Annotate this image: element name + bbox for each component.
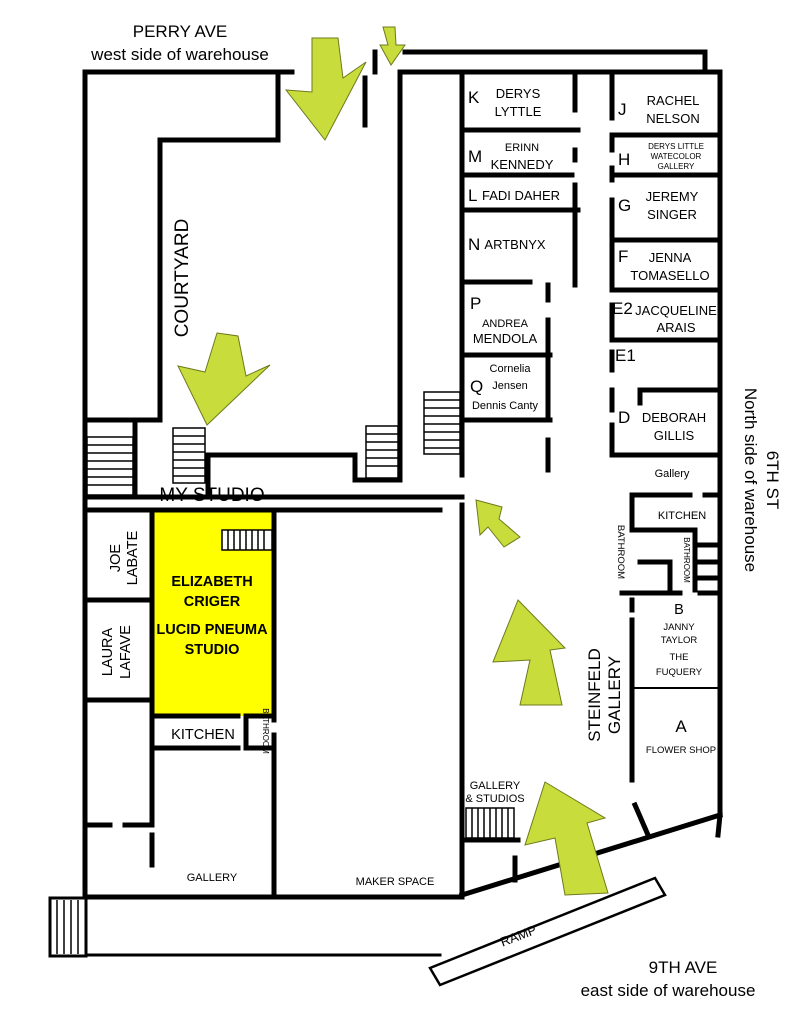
arrow-steinfeld bbox=[492, 599, 567, 706]
room-h-line2: WATECOLOR bbox=[651, 152, 702, 161]
kitchen-left-label: KITCHEN bbox=[171, 727, 235, 743]
room-b-line1: JANNY bbox=[663, 622, 695, 633]
joe-labate-line1: JOE bbox=[108, 544, 124, 573]
room-f-letter: F bbox=[618, 247, 628, 266]
ninth-ave-side-label: east side of warehouse bbox=[581, 981, 756, 1000]
room-g-line2: SINGER bbox=[647, 207, 697, 222]
room-m-line1: ERINN bbox=[505, 142, 539, 154]
entrance-arrows bbox=[177, 26, 609, 896]
room-j-letter: J bbox=[618, 100, 627, 119]
steinfeld-line2: GALLERY bbox=[605, 656, 624, 734]
room-f-line1: JENNA bbox=[649, 250, 692, 265]
room-l-letter: L bbox=[468, 186, 477, 205]
room-k-line1: DERYS bbox=[496, 86, 541, 101]
room-q-line1: Cornelia bbox=[490, 363, 532, 375]
room-k-letter: K bbox=[468, 88, 480, 107]
ninth-ave-label: 9TH AVE bbox=[649, 958, 718, 977]
laura-lafave-line2: LAFAVE bbox=[118, 625, 134, 679]
room-e1-letter: E1 bbox=[615, 346, 636, 365]
studio-owner-line1: ELIZABETH bbox=[171, 574, 252, 590]
bathroom-right-label: BATHROOM bbox=[615, 525, 626, 579]
kitchen-right-label: KITCHEN bbox=[658, 510, 706, 522]
room-n-line1: ARTBNYX bbox=[484, 237, 545, 252]
room-b-line2: TAYLOR bbox=[661, 635, 698, 646]
maker-space-label: MAKER SPACE bbox=[356, 876, 435, 888]
room-e2-line2: ARAIS bbox=[656, 320, 695, 335]
room-a-letter: A bbox=[675, 717, 687, 736]
room-l-line1: FADI DAHER bbox=[482, 188, 560, 203]
gallery-left-label: GALLERY bbox=[187, 872, 238, 884]
room-e2-line1: JACQUELINE bbox=[635, 303, 717, 318]
fuquery-line1: THE bbox=[670, 652, 689, 663]
room-j-line1: RACHEL bbox=[647, 93, 700, 108]
arrow-ninth bbox=[524, 781, 609, 896]
room-h-line1: DERYS LITTLE bbox=[648, 142, 704, 151]
my-studio-label: MY STUDIO bbox=[159, 485, 264, 506]
room-p-line2: MENDOLA bbox=[473, 331, 538, 346]
studio-owner-line2: CRIGER bbox=[184, 594, 241, 610]
sixth-st-side-label: North side of warehouse bbox=[741, 388, 760, 572]
arrow-perry-main bbox=[284, 37, 367, 141]
fuquery-line2: FUQUERY bbox=[656, 667, 703, 678]
gallery-studios-line1: GALLERY bbox=[470, 780, 521, 792]
room-f-line2: TOMASELLO bbox=[630, 268, 709, 283]
laura-lafave-line1: LAURA bbox=[100, 628, 116, 677]
room-q-line2: Jensen bbox=[492, 380, 527, 392]
walls bbox=[48, 49, 724, 958]
room-e2-letter: E2 bbox=[612, 299, 633, 318]
room-j-line2: NELSON bbox=[646, 111, 699, 126]
studio-name-line2: STUDIO bbox=[185, 642, 240, 658]
room-k-line2: LYTTLE bbox=[495, 104, 542, 119]
sixth-st-label: 6TH ST bbox=[763, 451, 782, 510]
stairs bbox=[56, 391, 515, 954]
room-d-line1: DEBORAH bbox=[642, 410, 706, 425]
perry-ave-side-label: west side of warehouse bbox=[90, 45, 269, 64]
arrow-center-small bbox=[475, 499, 521, 548]
room-p-line1: ANDREA bbox=[482, 318, 529, 330]
room-q-letter: Q bbox=[470, 377, 483, 396]
room-a-line1: FLOWER SHOP bbox=[646, 745, 716, 756]
room-h-letter: H bbox=[618, 150, 630, 169]
courtyard-label: COURTYARD bbox=[172, 219, 193, 338]
room-q-line3: Dennis Canty bbox=[472, 400, 539, 412]
room-d-line2: GILLIS bbox=[654, 428, 695, 443]
joe-labate-line2: LABATE bbox=[125, 530, 141, 585]
gallery-right-label: Gallery bbox=[655, 468, 690, 480]
gallery-studios-line2: & STUDIOS bbox=[465, 793, 524, 805]
room-d-letter: D bbox=[618, 408, 630, 427]
arrow-courtyard bbox=[177, 332, 271, 426]
room-b-letter: B bbox=[674, 602, 684, 618]
room-m-line2: KENNEDY bbox=[491, 157, 554, 172]
room-h-line3: GALLERY bbox=[658, 162, 695, 171]
room-n-letter: N bbox=[468, 235, 480, 254]
studio-name-line1: LUCID PNEUMA bbox=[156, 622, 268, 638]
bathroom-right-small-label: BATHROOM bbox=[682, 537, 691, 583]
ramp-shape bbox=[428, 876, 667, 987]
room-m-letter: M bbox=[468, 147, 482, 166]
room-g-line1: JEREMY bbox=[646, 189, 699, 204]
room-p-letter: P bbox=[470, 294, 481, 313]
room-g-letter: G bbox=[618, 196, 631, 215]
arrow-perry-small bbox=[379, 26, 406, 66]
steinfeld-line1: STEINFELD bbox=[585, 648, 604, 742]
bathroom-left-label: BATHROOM bbox=[261, 708, 270, 754]
perry-ave-label: PERRY AVE bbox=[133, 22, 228, 41]
